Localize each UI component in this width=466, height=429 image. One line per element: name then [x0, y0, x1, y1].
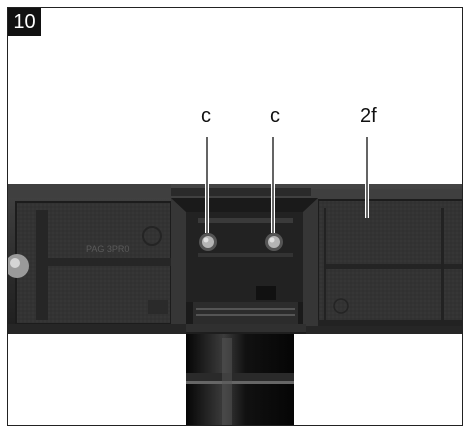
product-photo: PAG 3PR0 [8, 137, 462, 425]
leader-lines [205, 137, 369, 233]
support-pole [186, 333, 294, 425]
callout-label-c-left: c [201, 105, 211, 127]
figure-frame: PAG 3PR0 10 c c 2f [7, 7, 463, 426]
part-marking-text: PAG 3PR0 [86, 244, 129, 254]
callout-label-c-right: c [270, 105, 280, 127]
screw-c-left [199, 233, 217, 251]
callout-label-2f: 2f [360, 105, 377, 127]
screw-c-right [265, 233, 283, 251]
step-number-badge: 10 [8, 8, 41, 36]
bracket-body [8, 184, 462, 334]
